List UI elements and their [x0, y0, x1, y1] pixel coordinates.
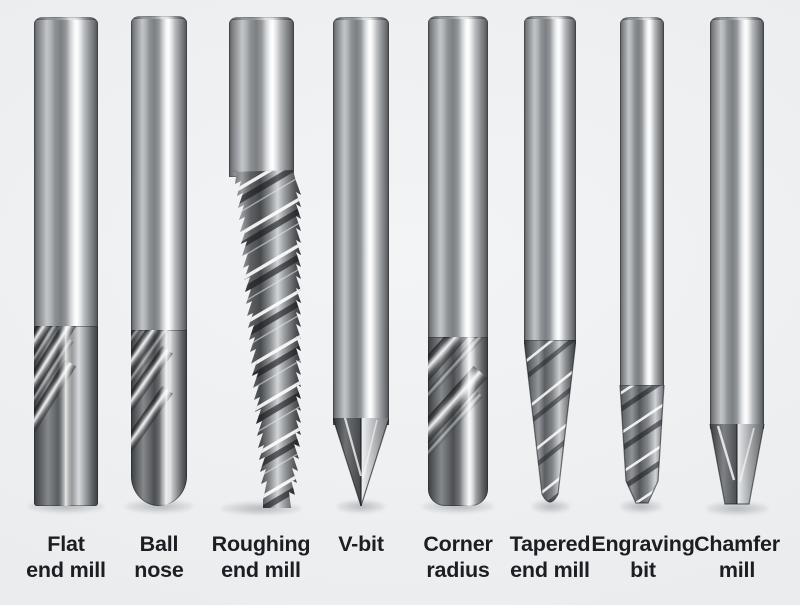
chamfer-point-section — [709, 424, 765, 505]
tool-label-v-bit: V-bit — [338, 531, 384, 557]
label-line-1: Corner — [423, 532, 493, 556]
tool-ball-nose: Ball nose — [125, 0, 193, 605]
shank-top-cap — [712, 17, 762, 20]
label-line-1: Tapered — [509, 532, 591, 556]
label-line-1: Engraving — [591, 532, 695, 556]
tool-label-corner-radius: Corner radius — [423, 531, 492, 583]
tool-label-engraving-bit: Engraving bit — [591, 531, 695, 583]
shank — [524, 16, 576, 344]
shank — [710, 17, 764, 429]
label-line-2: end mill — [221, 558, 301, 582]
shank-top-cap — [231, 17, 292, 20]
shank-top-cap — [526, 16, 574, 19]
shank-top-cap — [430, 16, 486, 19]
shank — [34, 17, 98, 329]
flute-section — [131, 330, 187, 506]
label-line-1: Ball — [139, 532, 179, 556]
tool-label-tapered-end-mill: Tapered end mill — [510, 531, 591, 583]
drop-shadow — [706, 502, 768, 515]
tool-engraving-bit: Engraving bit — [591, 0, 695, 605]
shank-top-cap — [335, 17, 387, 20]
label-line-1: Chamfer — [694, 532, 780, 556]
tool-label-roughing-end-mill: Roughing end mill — [212, 531, 311, 583]
tool-corner-radius: Corner radius — [422, 0, 494, 605]
label-line-2: end mill — [26, 558, 106, 582]
roughing-flute-section — [231, 170, 301, 508]
tool-v-bit: V-bit — [333, 0, 389, 605]
tool-roughing-end-mill: Roughing end mill — [212, 0, 311, 605]
label-line-2: end mill — [510, 558, 590, 582]
taper-flute-section — [524, 340, 576, 503]
label-line-2: bit — [630, 558, 656, 582]
label-line-2: radius — [426, 558, 490, 582]
label-line-2: nose — [134, 558, 184, 582]
label-line-1: V-bit — [338, 532, 384, 556]
drop-shadow — [620, 500, 662, 513]
flute-section — [34, 326, 98, 506]
shank — [333, 17, 389, 425]
tool-label-ball-nose: Ball nose — [134, 531, 184, 583]
shank — [428, 16, 488, 341]
drop-shadow — [532, 500, 570, 513]
flute-section — [428, 337, 488, 506]
shank — [620, 17, 664, 389]
shank — [131, 16, 187, 334]
drop-shadow — [337, 500, 385, 513]
drop-shadow — [125, 500, 193, 513]
tool-label-chamfer-mill: Chamfer mill — [694, 531, 780, 583]
v-point-section — [333, 418, 389, 507]
engraving-flute-section — [619, 385, 665, 504]
tool-chamfer-mill: Chamfer mill — [694, 0, 780, 605]
shank-top-cap — [133, 16, 185, 19]
shank-top-cap — [622, 17, 662, 20]
tool-tapered-end-mill: Tapered end mill — [510, 0, 591, 605]
tool-flat-end-mill: Flat end mill — [26, 0, 106, 605]
label-line-2: mill — [718, 558, 756, 582]
shank — [229, 17, 294, 177]
label-line-1: Flat — [47, 532, 85, 556]
shank-top-cap — [36, 17, 96, 20]
label-line-1: Roughing — [211, 532, 311, 556]
tool-label-flat-end-mill: Flat end mill — [26, 531, 106, 583]
